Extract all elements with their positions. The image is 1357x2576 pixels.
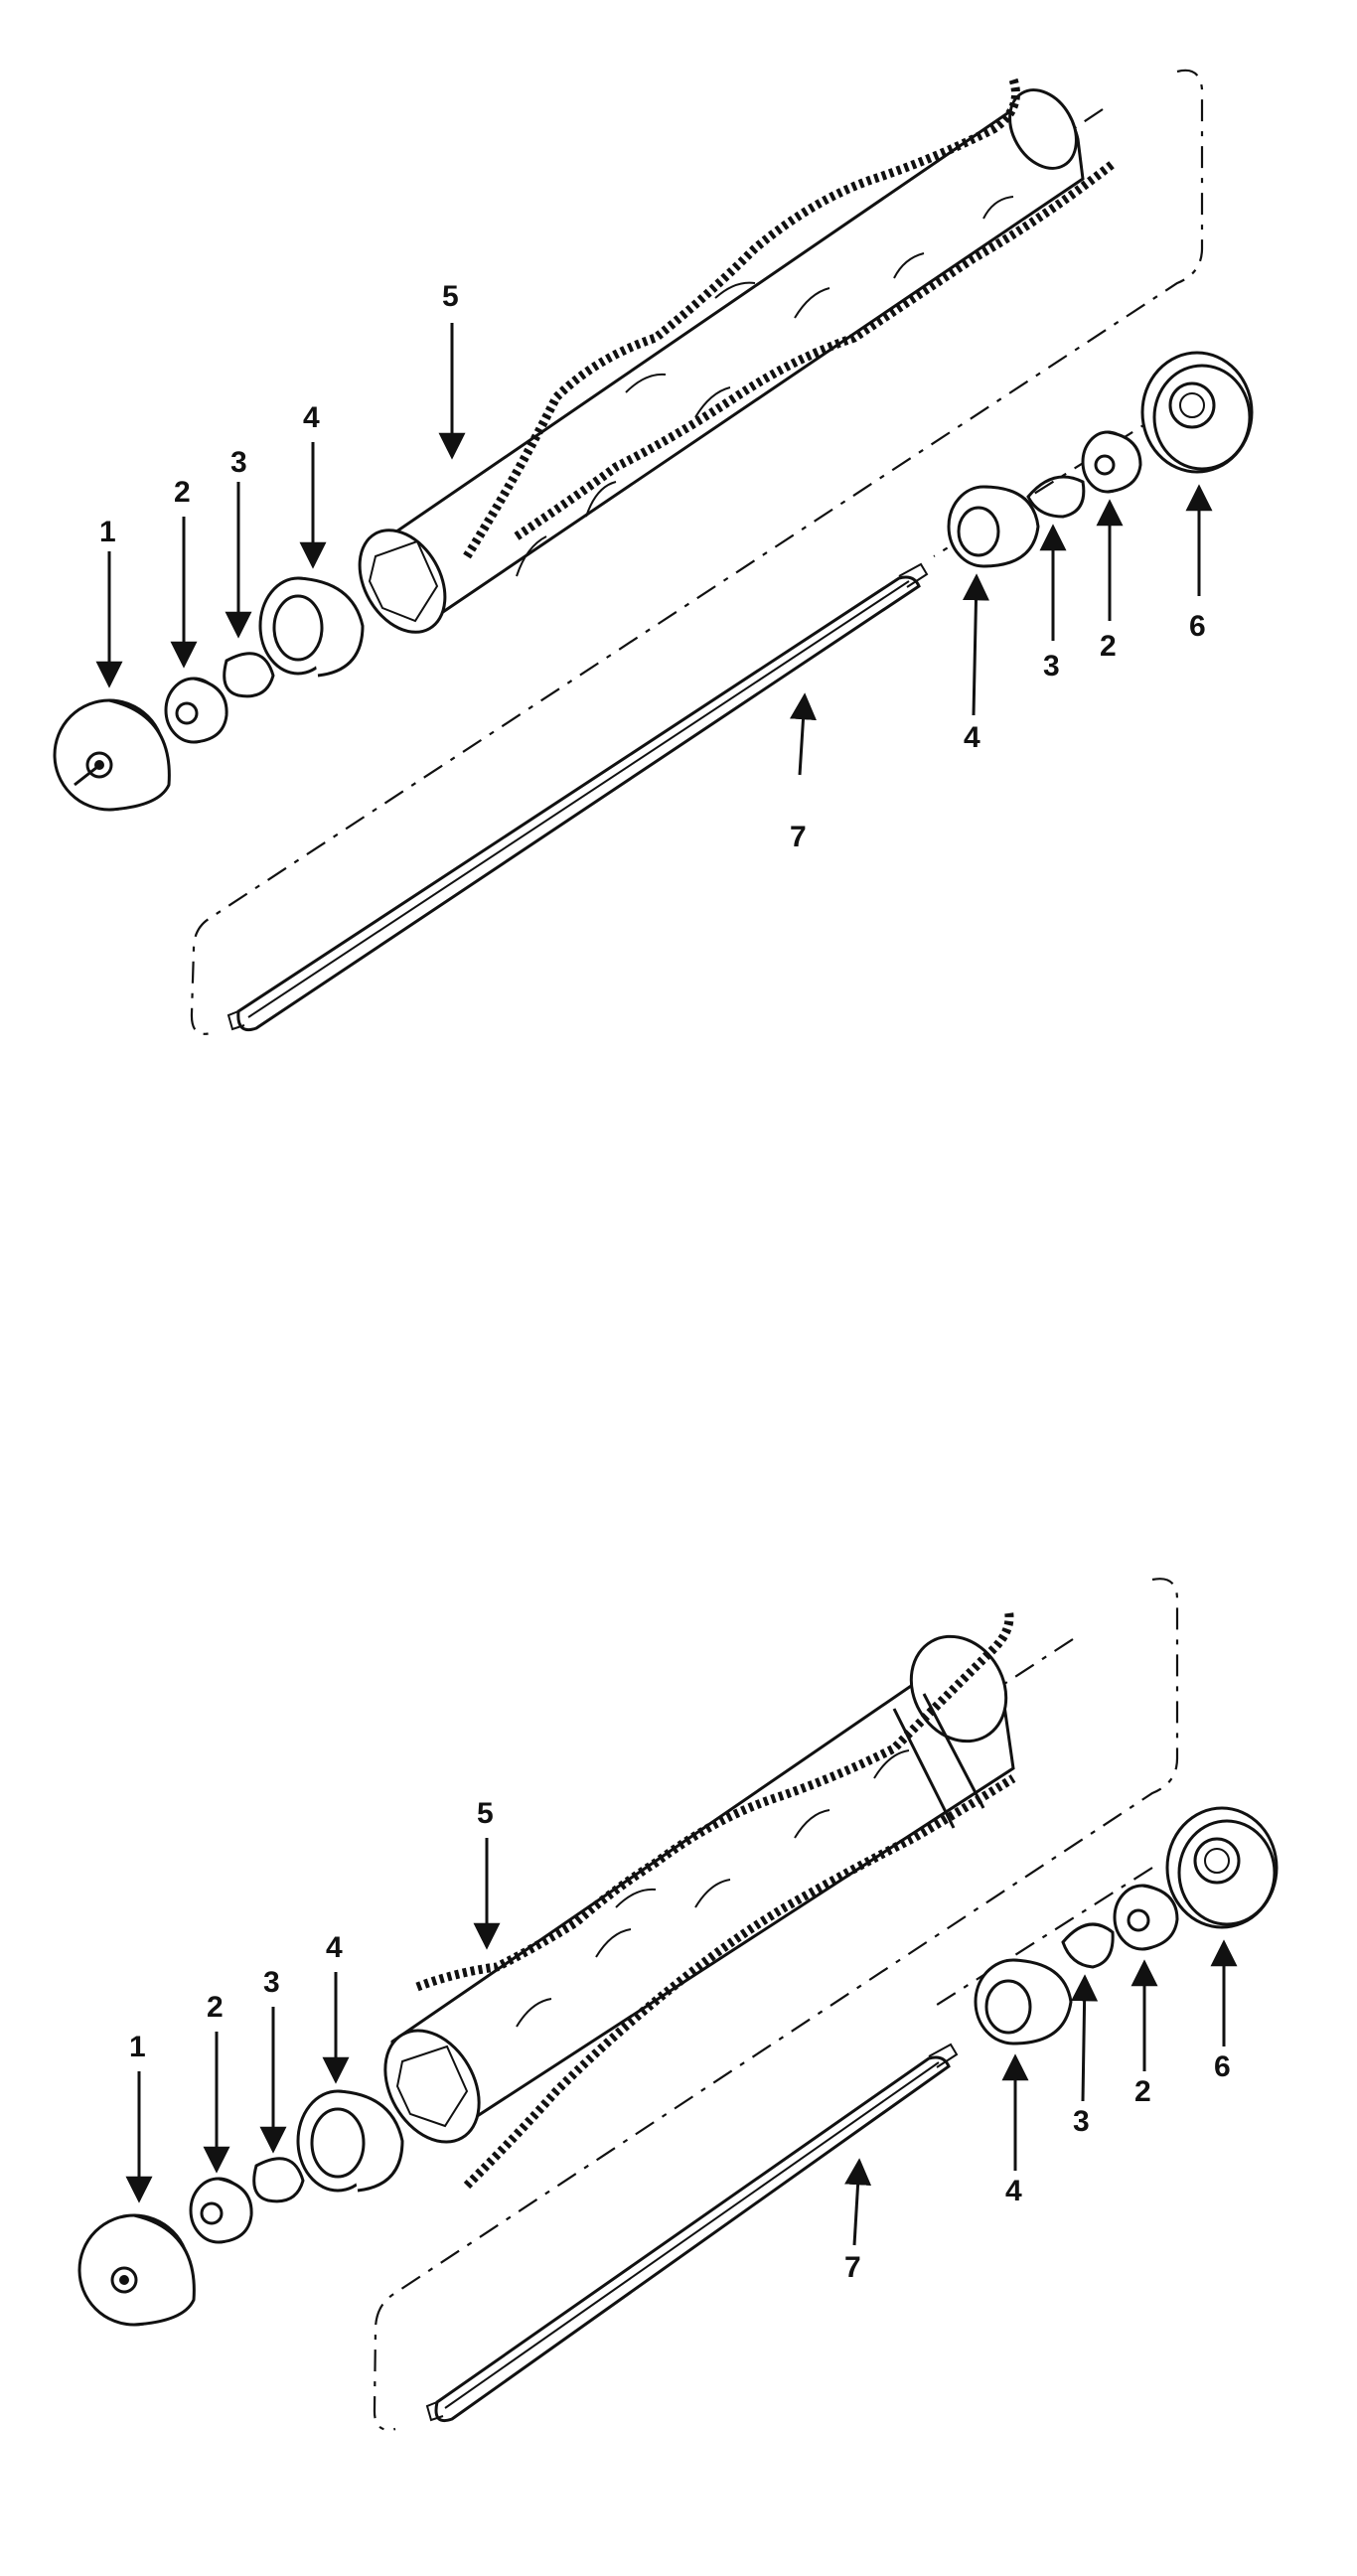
bottom-callout-4-right: 4 (1005, 2175, 1022, 2207)
bottom-end-cap-right (1165, 1806, 1279, 1929)
top-bearing-left (164, 677, 228, 744)
bottom-brush-roll (383, 1607, 1016, 2190)
top-callout-2-left: 2 (174, 476, 191, 509)
bottom-bearing-right (1113, 1884, 1179, 1951)
top-clip-right (1026, 475, 1086, 519)
top-view: 1 2 3 4 5 4 3 2 6 7 (53, 69, 1254, 1035)
bottom-end-cap-left (77, 2213, 196, 2327)
top-bearing-housing-right (947, 485, 1040, 568)
bottom-view: 1 2 3 4 5 4 3 2 6 7 (77, 1578, 1279, 2431)
top-bearing-housing-left (258, 576, 365, 678)
bottom-callout-6: 6 (1214, 2050, 1231, 2083)
bottom-axis-line-right (933, 1867, 1153, 2008)
bottom-callout-3-right: 3 (1073, 2105, 1090, 2138)
bottom-clip-right (1061, 1922, 1115, 1969)
top-callout-2-right: 2 (1100, 630, 1117, 663)
bottom-bearing-housing-left (296, 2089, 404, 2193)
top-callout-7: 7 (790, 821, 807, 853)
bottom-clip-left (252, 2157, 305, 2203)
bottom-callout-1: 1 (129, 2031, 146, 2063)
top-callout-4-left: 4 (303, 401, 320, 434)
bottom-callout-7: 7 (844, 2251, 861, 2284)
bottom-bearing-left (189, 2177, 253, 2244)
top-clip-left (223, 652, 275, 698)
top-callout-3-left: 3 (230, 446, 247, 479)
top-callout-5: 5 (442, 280, 459, 313)
top-callout-1: 1 (99, 516, 116, 548)
top-bearing-right (1081, 430, 1142, 494)
bottom-callout-2-left: 2 (207, 1991, 224, 2024)
top-end-cap-left (53, 698, 171, 812)
top-callout-4-right: 4 (964, 721, 980, 754)
top-assembly-outline (190, 69, 1204, 1035)
bottom-callout-4-left: 4 (326, 1931, 343, 1964)
bottom-callout-5: 5 (477, 1797, 494, 1830)
bottom-callout-3-left: 3 (263, 1966, 280, 1999)
bottom-callout-2-right: 2 (1134, 2075, 1151, 2108)
top-callout-3-right: 3 (1043, 650, 1060, 682)
top-end-cap-right (1140, 351, 1254, 474)
bottom-shaft (425, 2043, 959, 2423)
bottom-bearing-housing-right (974, 1958, 1073, 2046)
top-brush-roll (358, 77, 1116, 634)
top-shaft (226, 562, 929, 1032)
top-callout-6: 6 (1189, 610, 1206, 643)
